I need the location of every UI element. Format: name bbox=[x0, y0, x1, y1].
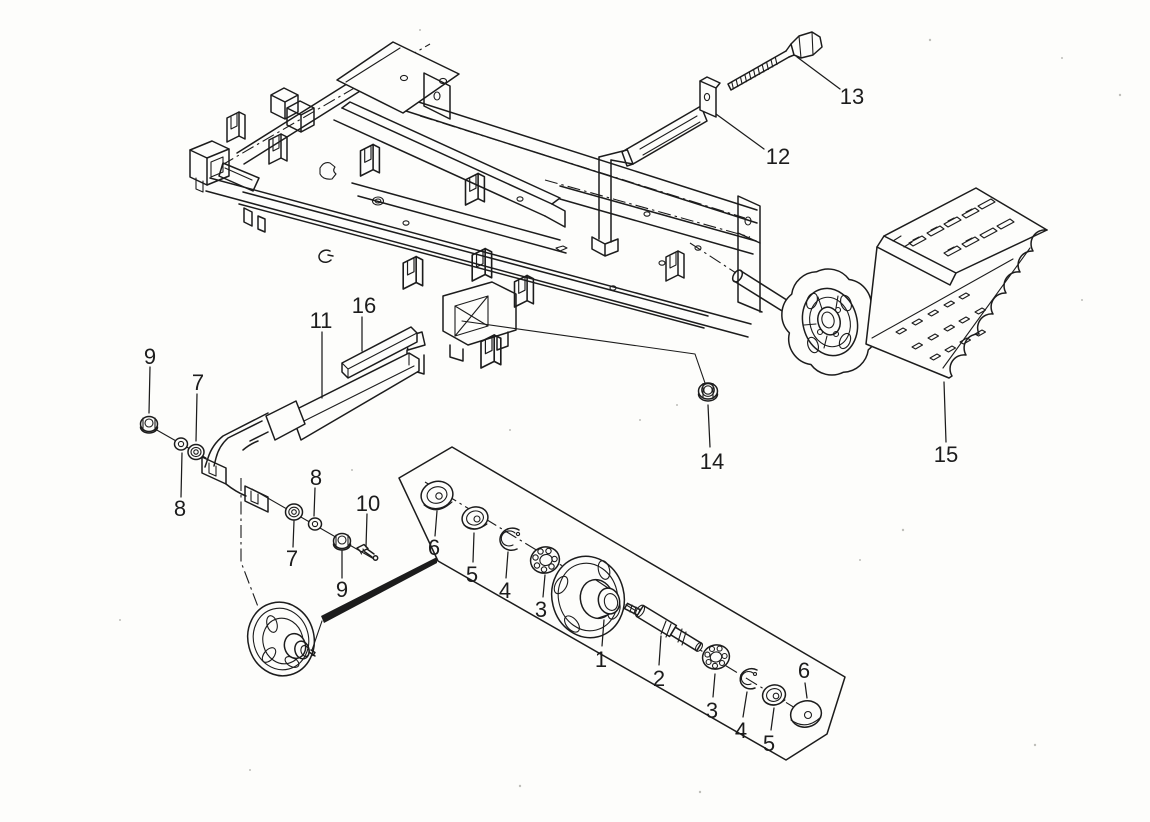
arm-collar bbox=[265, 400, 306, 441]
callout-9-right: 9 bbox=[336, 577, 348, 602]
right-fastener-group bbox=[251, 488, 379, 561]
callout-1: 1 bbox=[595, 647, 607, 672]
cap-washer-6-upper bbox=[420, 480, 454, 511]
bushing-5-lower bbox=[761, 684, 787, 706]
collar-7-right bbox=[284, 503, 304, 521]
callout-13: 13 bbox=[840, 84, 864, 109]
frame-top-plate bbox=[336, 41, 460, 114]
callout-4-upper: 4 bbox=[499, 578, 511, 603]
snap-ring-4-upper bbox=[499, 527, 521, 551]
bearing-3-upper bbox=[529, 546, 561, 574]
callout-12: 12 bbox=[766, 144, 790, 169]
lock-nut-14 bbox=[697, 382, 719, 402]
tension-bolt-13 bbox=[727, 31, 823, 91]
callout-9-left: 9 bbox=[144, 344, 156, 369]
callout-7-right: 7 bbox=[286, 546, 298, 571]
callout-15: 15 bbox=[934, 442, 958, 467]
panel-outline bbox=[398, 446, 846, 761]
callout-4-lower: 4 bbox=[735, 718, 747, 743]
bushing-5-upper bbox=[461, 506, 489, 530]
frame-left-bracket bbox=[189, 140, 260, 193]
washer-6-lower bbox=[789, 700, 823, 728]
callout-6-upper: 6 bbox=[428, 535, 440, 560]
collar-7-left bbox=[187, 443, 205, 461]
axle-shaft-2 bbox=[623, 602, 704, 652]
wheel-hub-1 bbox=[550, 555, 626, 639]
callout-3-upper: 3 bbox=[535, 597, 547, 622]
part-callouts: 9 7 8 11 16 8 10 7 9 12 13 14 15 6 5 4 3… bbox=[144, 84, 958, 756]
tension-bracket-12 bbox=[591, 76, 721, 257]
callout-7-left: 7 bbox=[192, 370, 204, 395]
callout-8-right: 8 bbox=[310, 465, 322, 490]
flange-nut-9-left bbox=[139, 415, 159, 434]
bearing-3-lower bbox=[701, 644, 731, 670]
track-tread-lugs bbox=[892, 198, 1015, 257]
nut-14-assembly-line bbox=[461, 320, 706, 384]
left-fastener-group bbox=[139, 415, 207, 461]
callout-8-left: 8 bbox=[174, 496, 186, 521]
callout-16: 16 bbox=[352, 293, 376, 318]
callout-14: 14 bbox=[700, 449, 724, 474]
callout-11: 11 bbox=[310, 308, 333, 333]
leader-lines bbox=[148, 56, 947, 731]
chassis-frame bbox=[189, 41, 763, 384]
washer-8-right bbox=[307, 517, 323, 531]
c-clip bbox=[318, 249, 334, 264]
track-inner-nubs bbox=[895, 292, 987, 361]
callout-10: 10 bbox=[356, 491, 380, 516]
callout-2: 2 bbox=[653, 666, 665, 691]
idler-wheel bbox=[246, 601, 323, 677]
drive-sprocket bbox=[781, 268, 879, 376]
slide-strip-16 bbox=[341, 326, 418, 379]
idler-arm-11 bbox=[201, 352, 420, 613]
callout-5-upper: 5 bbox=[466, 562, 478, 587]
grease-fitting-10 bbox=[356, 543, 379, 561]
washer-8-left bbox=[173, 437, 189, 451]
snap-ring-4-lower bbox=[739, 667, 758, 690]
sprocket-rim bbox=[781, 268, 879, 376]
rubber-track-15 bbox=[865, 187, 1048, 379]
axle-exploded-panel bbox=[321, 446, 846, 761]
frame-right-end bbox=[544, 179, 763, 313]
flange-nut-9-right bbox=[332, 532, 352, 551]
thick-leader bbox=[321, 557, 437, 623]
callout-6-lower: 6 bbox=[798, 658, 810, 683]
callout-5-lower: 5 bbox=[763, 731, 775, 756]
scan-noise bbox=[119, 29, 1122, 794]
callout-3-lower: 3 bbox=[706, 698, 718, 723]
